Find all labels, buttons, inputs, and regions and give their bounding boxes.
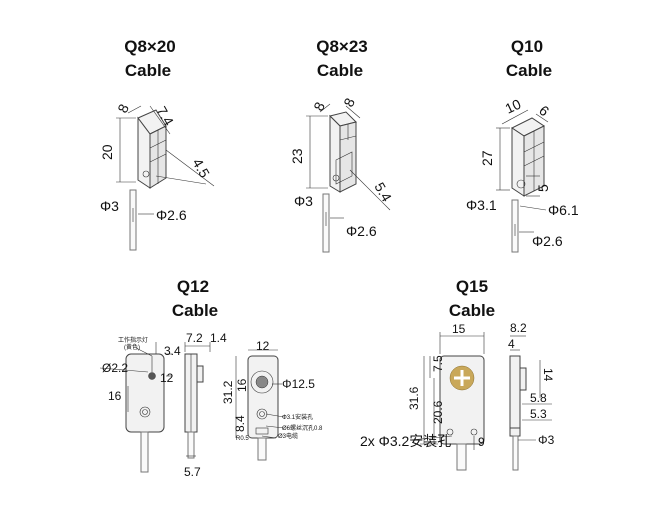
dim-d14: 14 [541,368,555,382]
sensor-drawing [306,103,391,253]
dim-top-offset: 3.4 [164,344,181,358]
dim-pitch: 9 [478,435,485,449]
dim-width: 15 [452,322,466,336]
model-subtitle: Cable [449,301,495,320]
indicator-color: (黄色) [124,343,140,351]
dim-height: 27 [479,150,495,166]
sensor-drawing [496,109,549,253]
model-subtitle: Cable [317,61,363,80]
dim-lip: 1.4 [210,331,227,345]
dim-side16: 16 [235,378,249,392]
dim-cable: Φ2.6 [156,207,187,223]
dim-h12: 12 [160,371,174,385]
dim-width: 8 [114,101,132,115]
dim-height: 23 [289,148,305,164]
rear-view [235,349,285,461]
note-cable-hole: Ø3电缆 [278,432,298,440]
dim-d4: 4 [508,337,515,351]
model-title: Q8×23 [316,37,368,56]
dim-cable: Φ2.6 [532,233,563,249]
dim-b84: 8.4 [233,415,247,432]
dim-boss-dia: Φ6.1 [548,202,579,218]
dim-bottom: 5.7 [184,465,201,479]
indicator-label: 工作指示灯 [118,336,148,344]
dim-cable: Φ2.6 [346,223,377,239]
dim-r05: R0.5 [236,436,249,442]
model-title: Q10 [511,37,543,56]
dim-d58: 5.8 [530,391,547,405]
model-subtitle: Cable [125,61,171,80]
sensor-q12: Q12 Cable 工作指示灯 (黄色) Ø2.2 12 16 3.4 [99,277,323,479]
sensor-q10: Q10 Cable 10 6 27 5 Φ3.1 Φ6.1 Φ2 [466,37,579,253]
dim-h16: 16 [108,389,122,403]
dim-depth: 7.2 [186,331,203,345]
note-countersink: Ø6螺丝沉孔0.8 [282,424,323,432]
dim-width: 12 [256,339,270,353]
dim-depth: 8 [340,95,358,109]
dim-width: 8 [310,99,328,113]
front-view [99,342,172,473]
indicator-led [148,372,156,380]
dim-hole: Φ3 [100,198,119,214]
dim-face-dia: Φ12.5 [282,377,315,391]
note-mount-holes: 2x Φ3.2安装孔 [360,433,451,449]
model-title: Q8×20 [124,37,176,56]
dim-led: Ø2.2 [102,361,128,375]
dim-d53: 5.3 [530,407,547,421]
dim-h206: 20.6 [431,400,445,424]
dim-cable-offset: 4.5 [189,156,213,181]
dim-h75: 7.5 [431,355,445,372]
side-view [184,342,211,459]
dim-height: 20 [99,144,115,160]
sensor-q8x23: Q8×23 Cable 8 8 23 5.4 Φ3 Φ2.6 [289,37,395,253]
dim-hole: Φ3 [294,193,313,209]
dim-height: 31.6 [407,386,421,410]
sensor-drawing [116,105,215,251]
dim-boss: 5 [535,184,551,192]
model-title: Q12 [177,277,209,296]
dim-height: 31.2 [221,380,235,404]
dim-hole: Φ3.1 [466,197,497,213]
dim-cable: Φ3 [538,433,555,447]
sensor-q8x20: Q8×20 Cable 8 7.4 20 4.5 Φ3 Φ2.6 [99,37,215,251]
side-view [509,335,552,471]
dim-depth: 8.2 [510,321,527,335]
model-title: Q15 [456,277,488,296]
dim-width: 10 [503,96,524,117]
dim-depth: 6 [536,102,552,119]
front-view [409,332,485,471]
model-subtitle: Cable [506,61,552,80]
model-subtitle: Cable [172,301,218,320]
sensor-q15: Q15 Cable 15 31.6 20.6 7.5 2x Φ3.2安装孔 9 [360,277,555,471]
dim-cable-offset: 5.4 [371,180,395,205]
note-mount-hole: Φ3.1安装孔 [282,413,313,421]
